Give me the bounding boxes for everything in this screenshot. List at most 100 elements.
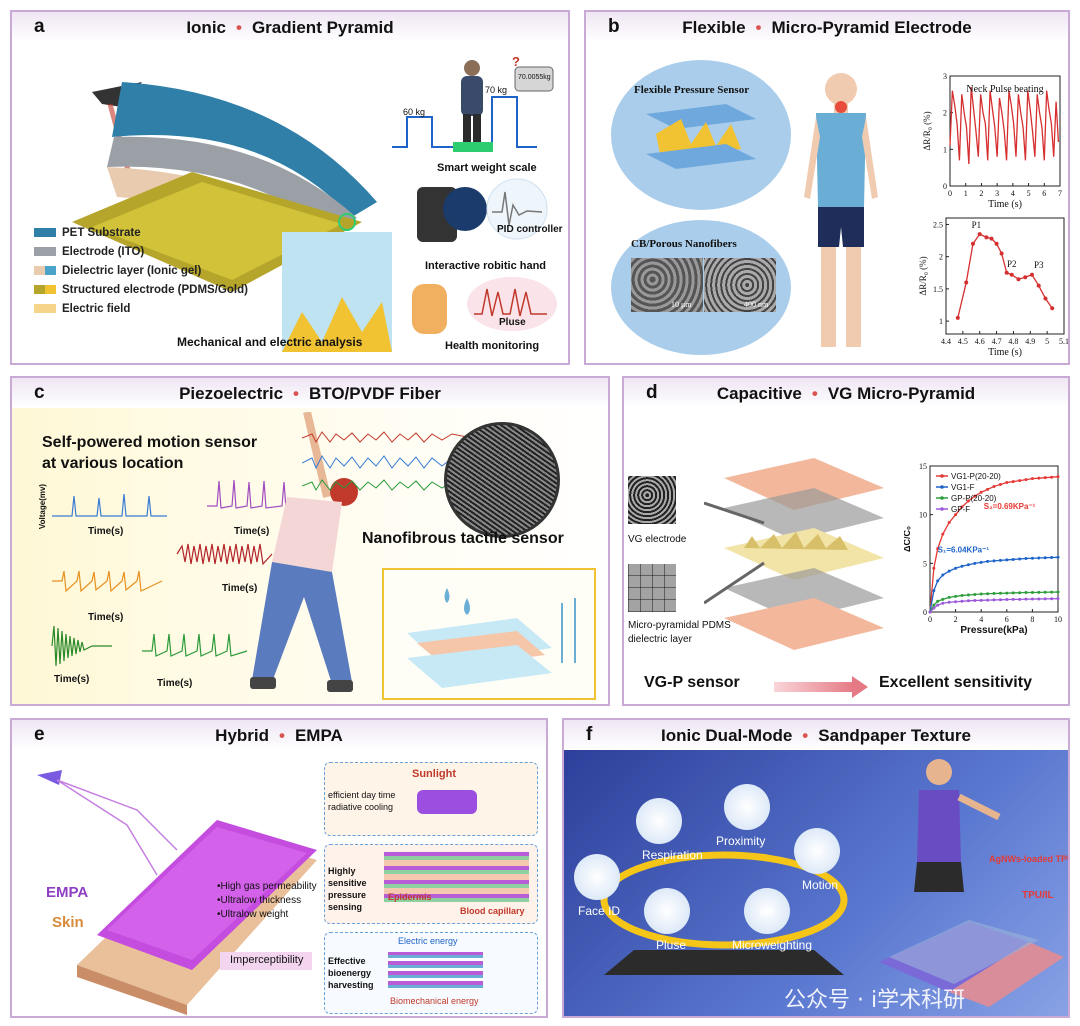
woman-stretching-figure [250, 412, 358, 692]
series-line [929, 598, 1059, 613]
data-point [1050, 590, 1054, 594]
x-axis-label: Time (s) [988, 347, 1022, 358]
panel-title: Capacitive•VG Micro-Pyramid [716, 384, 976, 403]
data-point [973, 592, 977, 596]
panel-a: a Ionic•Gradient Pyramid PET Substrate E… [10, 10, 570, 365]
panel-d: d Capacitive•VG Micro-Pyramid VG electro… [622, 376, 1070, 706]
sensing-layers [384, 852, 529, 902]
x-tick-label: 4.8 [1008, 337, 1018, 346]
x-tick-label: 4 [1011, 189, 1015, 198]
voltage-axis-label: Voltage(mv) [38, 483, 48, 530]
feature-label: Face ID [578, 904, 621, 918]
data-point [1011, 591, 1015, 595]
data-point [1005, 598, 1009, 602]
time-axis-label: Time(s) [222, 583, 258, 594]
data-point [941, 601, 945, 605]
cooling-label-2: radiative cooling [328, 802, 394, 812]
pulse-illustration [412, 277, 557, 334]
agnws-label: AgNWs-loaded TPU [989, 854, 1070, 864]
data-point [1030, 477, 1034, 481]
data-point [973, 494, 977, 498]
layered-sensor-illustration [72, 82, 392, 352]
legend-label: GP-F [951, 505, 970, 514]
feature-label: Pluse [656, 938, 687, 952]
y-tick-label: 0 [923, 608, 927, 617]
peak-label: P1 [972, 220, 982, 230]
x-tick-label: 4.9 [1025, 337, 1035, 346]
health-label: Health monitoring [445, 340, 540, 352]
data-point [970, 241, 975, 246]
data-point [977, 232, 982, 237]
data-point [964, 280, 969, 285]
x-tick-label: 6 [1042, 189, 1046, 198]
legend-marker [940, 496, 944, 500]
x-tick-label: 4.6 [975, 337, 985, 346]
series-line [929, 476, 1059, 613]
x-tick-label: 5 [1045, 337, 1049, 346]
y-tick-label: 15 [919, 462, 927, 471]
feature-label: Motion [802, 878, 839, 892]
data-point [966, 599, 970, 603]
data-point [973, 561, 977, 565]
y-tick-label: 2 [939, 253, 943, 262]
data-point [1043, 556, 1047, 560]
chart-title: Neck Pulse beating [966, 84, 1043, 95]
data-point [932, 606, 936, 610]
pdms-label-2: dielectric layer [628, 634, 692, 645]
panel-letter: c [34, 382, 45, 403]
data-point [936, 603, 940, 607]
panel-f: f Ionic Dual-Mode•Sandpaper Texture μm R… [562, 718, 1070, 1018]
bioenergy-label-3: harvesting [328, 980, 374, 990]
data-point [979, 560, 983, 564]
y-tick-label: 3 [943, 72, 947, 81]
x-tick-label: 0 [928, 615, 932, 624]
vg-electrode-label: VG electrode [628, 534, 687, 545]
weight-scale-illustration [392, 60, 554, 152]
time-axis-label: Time(s) [234, 526, 270, 537]
data-point [998, 598, 1002, 602]
data-point [998, 558, 1002, 562]
data-point [1056, 590, 1060, 594]
legend: PET Substrate Electrode (ITO) Dielectric… [34, 224, 248, 319]
weight-60: 60 kg [403, 107, 426, 117]
nanofiber-label: CB/Porous Nanofibers [631, 238, 737, 250]
data-point [986, 559, 990, 563]
tactile-sensor-title: Nanofibrous tactile sensor [362, 530, 564, 547]
bioenergy-label-1: Effective [328, 956, 366, 966]
x-tick-label: 4.7 [992, 337, 1002, 346]
data-point [1018, 591, 1022, 595]
sem-image-1 [631, 258, 703, 312]
data-point [1043, 476, 1047, 480]
sensing-label-1: Highly [328, 866, 356, 876]
data-point [998, 591, 1002, 595]
x-axis-label: Pressure(kPa) [960, 625, 1027, 636]
electric-energy-label: Electric energy [398, 936, 458, 946]
cooling-patch [417, 790, 477, 814]
analysis-label: Mechanical and electric analysis [177, 335, 363, 349]
panel-letter: b [608, 16, 620, 37]
data-point [1036, 283, 1041, 288]
x-tick-label: 7 [1058, 189, 1062, 198]
y-tick-label: 1 [943, 145, 947, 154]
data-point [979, 490, 983, 494]
x-tick-label: 10 [1054, 615, 1062, 624]
legend-item: Electrode (ITO) [34, 243, 248, 262]
legend-marker [940, 507, 944, 511]
y-tick-label: 2.5 [933, 220, 943, 229]
panel-letter: e [34, 724, 45, 745]
robotic-hand-illustration [417, 178, 548, 242]
empa-label: EMPA [46, 884, 89, 901]
data-point [1024, 556, 1028, 560]
data-point [1037, 597, 1041, 601]
weight-70: 70 kg [485, 85, 508, 95]
plot-frame [929, 465, 1059, 613]
capillary-label: Blood capillary [460, 906, 525, 916]
data-point [941, 573, 945, 577]
properties-list: •High gas permeability •Ultralow thickne… [217, 881, 317, 920]
data-point [947, 520, 951, 524]
pulse-icon [644, 888, 690, 934]
data-point [984, 235, 989, 240]
data-point [954, 600, 958, 604]
